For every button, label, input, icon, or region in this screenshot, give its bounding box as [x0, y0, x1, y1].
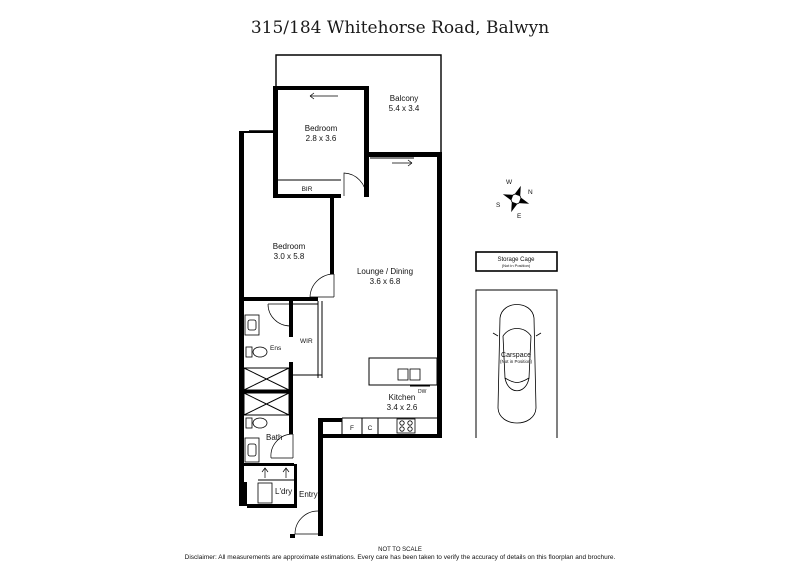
wall-ens-right-lower: [289, 362, 293, 434]
cupboard-label: C: [368, 425, 373, 432]
wall-bedroom1-bottom: [273, 194, 341, 198]
door-bath: [270, 433, 294, 459]
shower-bath: [243, 392, 290, 416]
compass-needle-icon: [514, 185, 521, 197]
wall-entry-bottom: [290, 534, 295, 538]
wall-kitchen-bottom: [318, 434, 442, 438]
wall-left: [239, 131, 244, 505]
bedroom1-size: 2.8 x 3.6: [306, 134, 337, 143]
cooktop-burner: [399, 420, 405, 426]
cooktop-burner: [407, 426, 413, 432]
compass-s: S: [496, 202, 501, 209]
door-bedroom2: [309, 273, 335, 298]
shower-ens: [243, 367, 290, 391]
carspace-note: (Not in Position): [500, 359, 533, 364]
wall-bedroom2-bottom: [244, 297, 318, 301]
wall-entry-bottom-left: [247, 504, 295, 508]
storage-label: Storage Cage: [497, 257, 535, 263]
compass-n: N: [528, 189, 533, 196]
lounge-size: 3.6 x 6.8: [370, 277, 401, 286]
cooktop-burner: [407, 420, 413, 426]
balcony-name: Balcony: [390, 94, 418, 103]
fridge-label: F: [350, 425, 354, 432]
ens-label: Ens: [270, 345, 282, 352]
toilet-cistern-ens: [245, 346, 253, 358]
wall-kitchen-left: [318, 418, 342, 422]
disclaimer: Disclaimer: All measurements are approxi…: [185, 554, 616, 561]
apartment-plan: BIR: [239, 54, 442, 538]
wall-entry-right: [318, 418, 323, 536]
bedroom2-name: Bedroom: [273, 242, 306, 251]
not-to-scale: NOT TO SCALE: [378, 547, 422, 553]
basin-ens: [247, 319, 257, 331]
compass-rose: [502, 185, 530, 213]
laundry-door-right: [282, 467, 290, 478]
carspace: Carspace (Not in Position): [475, 289, 558, 438]
kitchen-size: 3.4 x 2.6: [387, 403, 418, 412]
dw-label: DW: [418, 389, 427, 395]
wall-ens-bath: [244, 390, 289, 393]
kitchen-island: [368, 357, 438, 386]
sink-left: [397, 368, 409, 381]
door-wir: [267, 303, 291, 327]
toilet-bath: [252, 417, 268, 429]
storage-cage: Storage Cage (Not in Position): [475, 251, 558, 272]
wall-left-lower: [239, 482, 247, 506]
laundry-trough: [257, 482, 273, 504]
bath-label: Bath: [266, 433, 282, 442]
door-bedroom1: [343, 172, 367, 197]
bedroom2-size: 3.0 x 5.8: [274, 252, 305, 261]
sliding-arrow-bedroom1: [309, 92, 338, 100]
wall-lounge-top: [364, 152, 442, 157]
wall-right: [437, 152, 442, 438]
laundry-label: L'dry: [275, 487, 292, 496]
compass-e: E: [517, 213, 522, 220]
compass-w: W: [506, 179, 513, 186]
carspace-label: Carspace: [501, 352, 531, 359]
sliding-arrow-lounge: [392, 159, 413, 167]
entry-label: Entry: [299, 490, 318, 499]
wall-bedroom2-lounge: [330, 196, 334, 274]
toilet-cistern-bath: [245, 417, 253, 429]
sink-right: [409, 368, 421, 381]
door-entry: [294, 510, 319, 535]
wir-label: WIR: [300, 338, 313, 345]
laundry-door-left: [261, 467, 269, 478]
wall-laundry-right: [294, 464, 297, 508]
balcony-outline: [275, 54, 442, 155]
property-address-title: 315/184 Whitehorse Road, Balwyn: [251, 18, 549, 38]
wall-bath-bottom: [244, 463, 294, 466]
car-icon: [492, 304, 542, 424]
cooktop: [396, 418, 416, 434]
wall-left-top: [239, 131, 273, 133]
basin-bath: [247, 443, 257, 457]
bir-label: BIR: [302, 186, 313, 193]
balcony-size: 5.4 x 3.4: [389, 104, 420, 113]
wall-bedroom1-right: [364, 86, 369, 197]
cooktop-burner: [399, 426, 405, 432]
toilet-ens: [252, 346, 268, 358]
wall-ens-right: [289, 301, 293, 337]
lounge-name: Lounge / Dining: [357, 267, 413, 276]
bedroom1-name: Bedroom: [305, 124, 338, 133]
kitchen-name: Kitchen: [389, 393, 416, 402]
storage-note: (Not in Position): [502, 263, 531, 268]
wall-bedroom1-left: [273, 86, 278, 198]
